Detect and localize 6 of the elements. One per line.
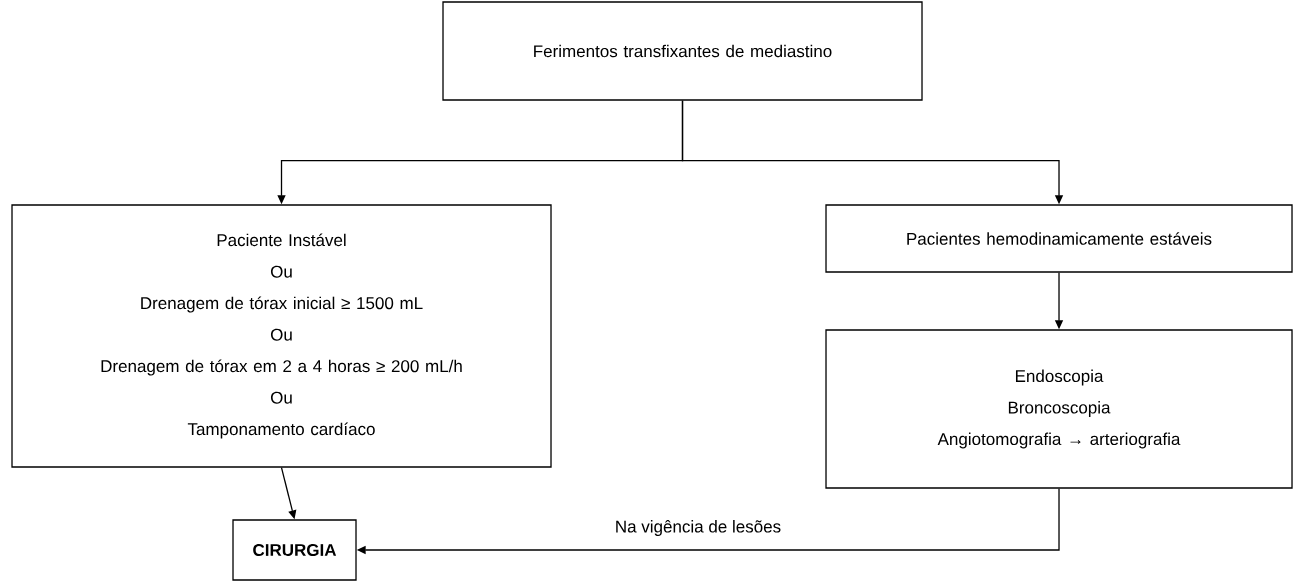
flow-box: Paciente Instável Ou Drenagem de tórax inicial ≥ 1500 mL Ou Drenagem de tórax em 2 a 4 horas ≥ 200 mL/h Ou Tamponamento cardíaco	[11, 204, 552, 468]
flow-box: Ferimentos transfixantes de mediastino	[442, 1, 923, 101]
flow-box: Pacientes hemodinamicamente estáveis	[825, 204, 1293, 273]
flow-box: CIRURGIA	[232, 519, 357, 581]
flow-box: Endoscopia Broncoscopia Angiotomografia → arteriografia	[825, 329, 1293, 489]
edge-label: Na vigência de lesões	[612, 518, 784, 538]
